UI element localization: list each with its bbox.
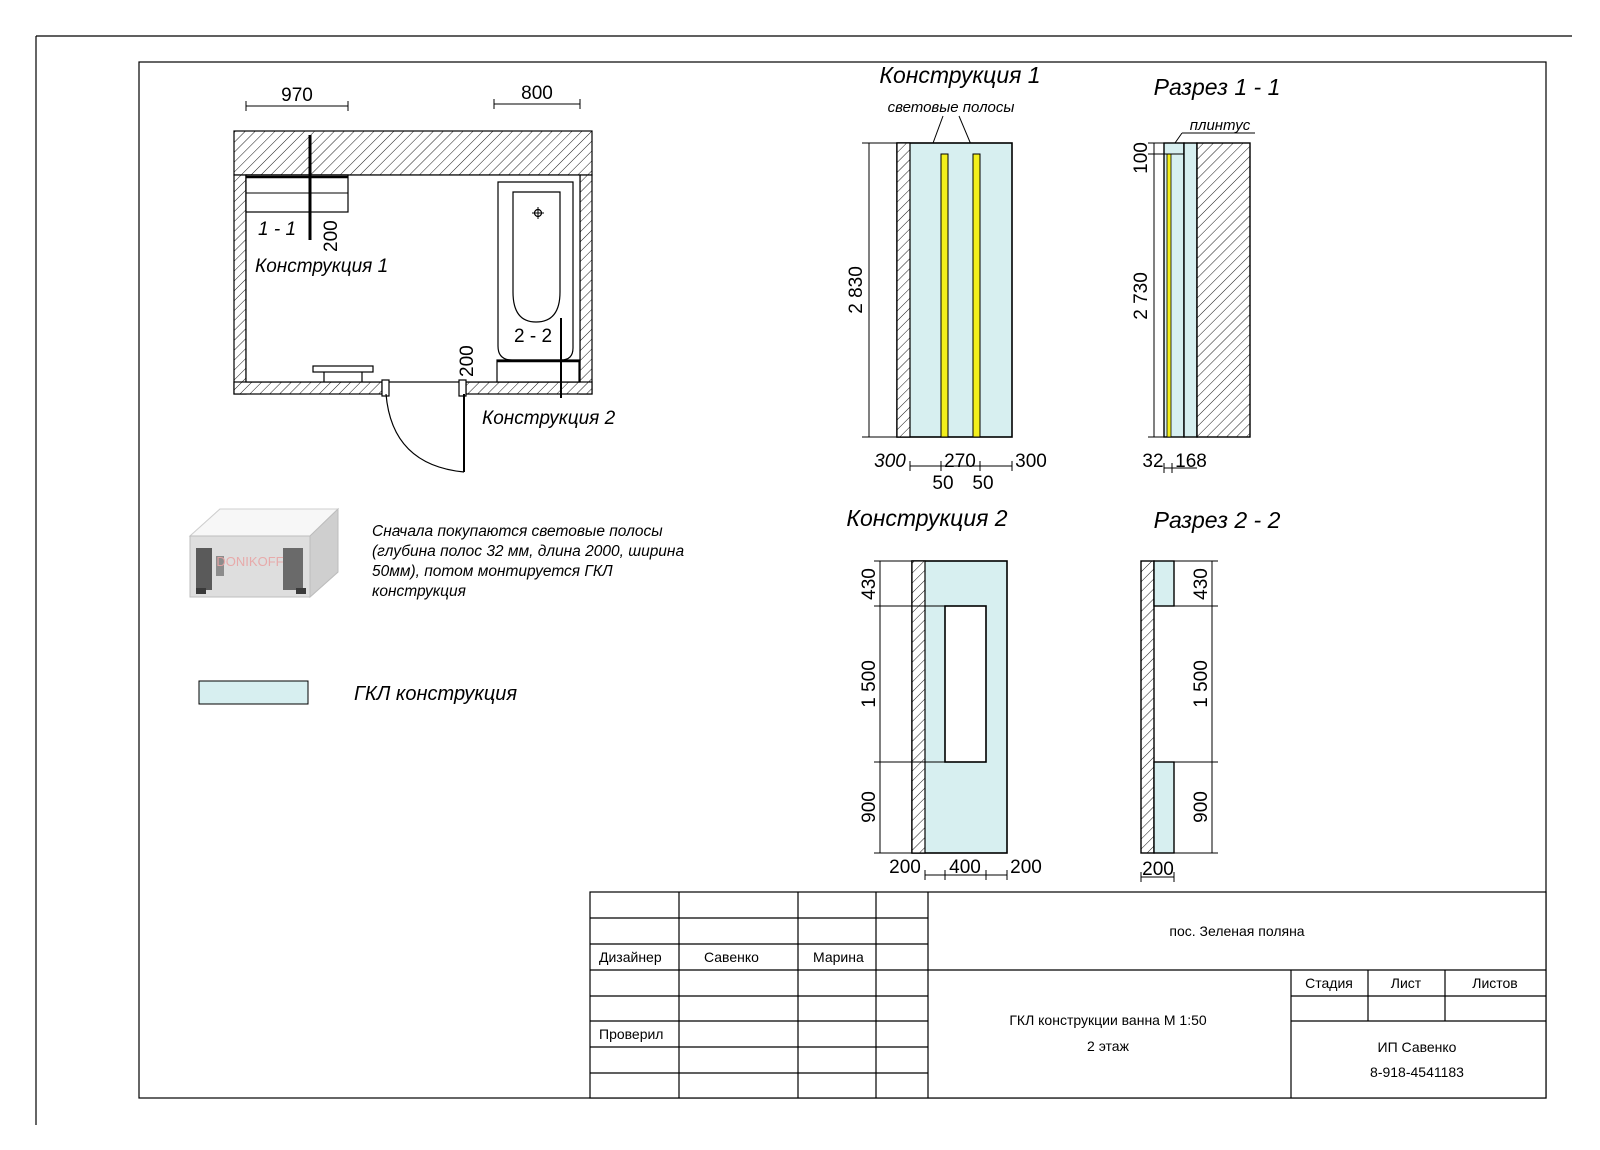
dim-970: 970 — [281, 85, 313, 106]
title-block — [589, 891, 1547, 1099]
tb-location: пос. Зеленая поляна — [1169, 923, 1304, 939]
dim-800: 800 — [521, 83, 553, 104]
construction-2-dim-200-right: 200 — [1010, 857, 1042, 878]
light-strip-right — [972, 153, 981, 438]
washbasin — [312, 365, 374, 382]
dim-200-section-1: 200 — [321, 220, 342, 252]
construction-1-title: Конструкция 1 — [879, 62, 1040, 88]
legend: ГКЛ конструкция — [198, 680, 517, 705]
light-strip-left — [940, 153, 949, 438]
installation-note: Сначала покупаются световые полосы (глуб… — [372, 523, 684, 600]
construction-2-title: Конструкция 2 — [846, 505, 1007, 531]
plinth-label: плинтус — [1190, 117, 1251, 134]
construction-2-elevation: Конструкция 2 430 1 500 900 200 400 200 — [846, 505, 1042, 880]
section-2-dim-900: 900 — [1191, 791, 1212, 823]
dim-50-b: 50 — [972, 473, 993, 494]
construction-2-dim-400: 400 — [949, 857, 981, 878]
note-line-1: Сначала покупаются световые полосы — [372, 523, 663, 540]
tb-sheet-header: Лист — [1391, 975, 1422, 991]
section-2-2-title: Разрез 2 - 2 — [1154, 507, 1281, 533]
tb-designer-role: Дизайнер — [599, 949, 662, 965]
section-2-2: Разрез 2 - 2 430 1 500 900 200 — [1140, 507, 1281, 882]
tb-designer-name: Марина — [813, 949, 864, 965]
dim-2730: 2 730 — [1131, 272, 1152, 320]
light-strips-label: световые полосы — [888, 99, 1015, 116]
title-block-text: Дизайнер Савенко Марина Проверил пос. Зе… — [599, 923, 1518, 1080]
construction-2-plan-label: Конструкция 2 — [482, 408, 616, 429]
section-1-1: Разрез 1 - 1 плинтус 100 2 730 32 168 — [1131, 74, 1280, 473]
floor-plan: 970 800 1 - 1 200 Конструкция 1 — [233, 83, 616, 473]
section-1-strip — [1166, 153, 1172, 438]
section-2-dim-200: 200 — [1142, 859, 1174, 880]
section-2-dim-430: 430 — [1191, 568, 1212, 600]
section-1-1-title: Разрез 1 - 1 — [1154, 74, 1281, 100]
niche-opening — [944, 605, 987, 763]
drain-icon — [532, 207, 544, 219]
section-1-1-marker: 1 - 1 — [258, 219, 296, 240]
legend-gkl-label: ГКЛ конструкция — [354, 683, 517, 705]
led-profile-image: DONIKOFF — [188, 507, 340, 599]
dim-270: 270 — [944, 451, 976, 472]
dim-100: 100 — [1131, 142, 1152, 174]
construction-2-dim-430: 430 — [859, 568, 880, 600]
tb-floor: 2 этаж — [1087, 1038, 1130, 1054]
tb-sheets-header: Листов — [1472, 975, 1518, 991]
construction-2-dim-1500: 1 500 — [859, 660, 880, 708]
note-line-2: (глубина полос 32 мм, длина 2000, ширина — [372, 543, 684, 560]
construction-2-dim-900: 900 — [859, 791, 880, 823]
dim-32: 32 — [1142, 451, 1163, 472]
bathtub — [497, 181, 574, 361]
dim-300-right: 300 — [1015, 451, 1047, 472]
tb-checked-role: Проверил — [599, 1026, 663, 1042]
construction-1-plan-label: Конструкция 1 — [255, 256, 388, 277]
note-line-3: 50мм), потом монтируется ГКЛ — [372, 563, 613, 580]
section-2-2-marker: 2 - 2 — [514, 326, 552, 347]
tb-phone: 8-918-4541183 — [1370, 1064, 1464, 1080]
dim-168: 168 — [1175, 451, 1207, 472]
tb-drawing-title: ГКЛ конструкции ванна М 1:50 — [1009, 1012, 1207, 1028]
dim-300-left: 300 — [874, 451, 906, 472]
construction-1-height-dim: 2 830 — [846, 266, 867, 314]
legend-gkl-swatch — [198, 680, 309, 705]
tb-company: ИП Савенко — [1378, 1039, 1457, 1055]
profile-watermark: DONIKOFF — [216, 554, 283, 569]
construction-2-dim-200-left: 200 — [889, 857, 921, 878]
section-2-dim-1500: 1 500 — [1191, 660, 1212, 708]
construction-1-elevation: Конструкция 1 световые полосы 2 830 300 … — [846, 62, 1047, 494]
tb-designer-surname: Савенко — [704, 949, 759, 965]
dim-200-section-2: 200 — [457, 345, 478, 377]
door — [385, 393, 465, 473]
plan-walls — [233, 130, 593, 397]
tb-stage-header: Стадия — [1305, 975, 1353, 991]
dim-50-a: 50 — [932, 473, 953, 494]
note-line-4: конструкция — [372, 583, 466, 600]
